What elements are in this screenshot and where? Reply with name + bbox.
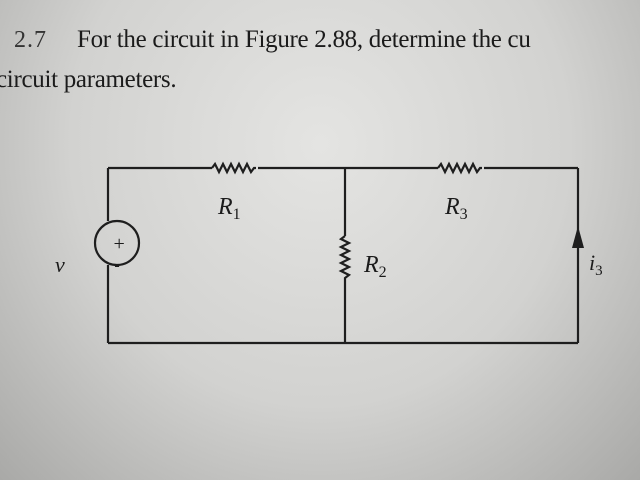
source-minus: - bbox=[114, 257, 119, 274]
problem-text-line-1: 2.7 For the circuit in Figure 2.88, deter… bbox=[14, 26, 531, 54]
problem-text-line-2: circuit parameters. bbox=[0, 66, 177, 93]
resistor-r1 bbox=[211, 161, 256, 175]
r3-label: R3 bbox=[444, 194, 468, 223]
source-plus: + bbox=[112, 233, 126, 255]
current-arrow-icon bbox=[572, 226, 584, 248]
resistor-r2 bbox=[338, 235, 352, 280]
current-label: i3 bbox=[589, 250, 603, 279]
resistor-r3 bbox=[437, 161, 482, 175]
voltage-source bbox=[93, 219, 141, 267]
r1-label: R1 bbox=[217, 194, 241, 223]
problem-statement: For the circuit in Figure 2.88, determin… bbox=[77, 26, 531, 53]
r2-label: R2 bbox=[363, 252, 387, 281]
problem-number: 2.7 bbox=[14, 27, 47, 53]
source-label: v bbox=[55, 252, 65, 277]
